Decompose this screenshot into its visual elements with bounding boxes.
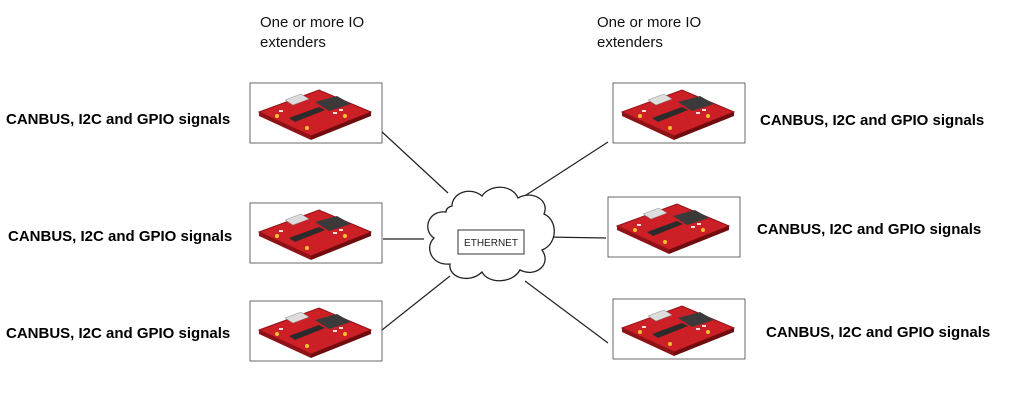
io-extender-board-icon	[607, 196, 741, 258]
right-extenders-heading: One or more IO extenders	[597, 14, 702, 51]
io-extender-board-icon	[249, 202, 383, 264]
link-left-top	[380, 130, 449, 194]
io-extender-board-icon	[249, 300, 383, 362]
left-extenders-heading: One or more IO extenders	[260, 14, 365, 51]
link-right-top	[519, 141, 609, 200]
ethernet-label: ETHERNET	[464, 238, 518, 249]
link-right-bottom	[524, 280, 609, 344]
left-signal-label-3: CANBUS, I2C and GPIO signals	[6, 325, 231, 342]
left-signal-label-2: CANBUS, I2C and GPIO signals	[8, 228, 233, 245]
io-extender-board-icon	[612, 82, 746, 144]
link-left-bottom	[381, 275, 451, 331]
ethernet-cloud-icon	[427, 186, 555, 282]
io-extender-board-icon	[249, 82, 383, 144]
right-signal-label-2: CANBUS, I2C and GPIO signals	[757, 221, 982, 238]
left-signal-label-1: CANBUS, I2C and GPIO signals	[6, 111, 231, 128]
right-signal-label-3: CANBUS, I2C and GPIO signals	[766, 324, 991, 341]
right-signal-label-1: CANBUS, I2C and GPIO signals	[760, 112, 985, 129]
io-extender-board-icon	[612, 298, 746, 360]
link-right-middle	[544, 236, 607, 239]
